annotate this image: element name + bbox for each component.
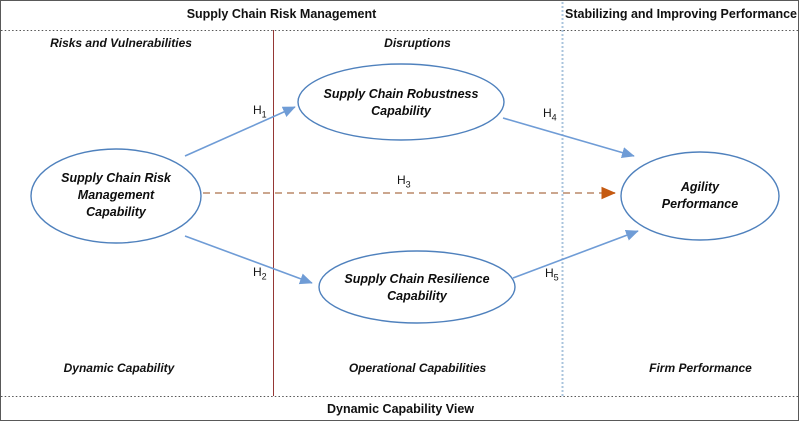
resilience-label-line1: Supply Chain Resilience — [344, 272, 490, 286]
agility-label-line1: Agility — [680, 180, 720, 194]
scrm-label-line1: Supply Chain Risk — [61, 171, 171, 185]
h2-label: H2 — [253, 265, 267, 282]
h4-sub: 4 — [551, 112, 557, 123]
resilience-capability-label: Supply Chain Resilience Capability — [317, 271, 517, 305]
region-label-operational-capabilities: Operational Capabilities — [348, 361, 487, 375]
h5-base: H — [545, 266, 554, 280]
h2-base: H — [253, 265, 262, 279]
h3-sub: 3 — [405, 179, 411, 190]
scrm-capability-label: Supply Chain Risk Management Capability — [36, 170, 196, 221]
agility-label-line2: Performance — [661, 197, 739, 211]
header-right-title: Stabilizing and Improving Performance — [565, 7, 797, 21]
footer-title: Dynamic Capability View — [326, 402, 475, 416]
header-left-title: Supply Chain Risk Management — [186, 7, 377, 21]
region-label-dynamic-capability: Dynamic Capability — [63, 361, 175, 375]
h5-sub: 5 — [553, 272, 559, 283]
robustness-label-line2: Capability — [371, 104, 431, 118]
h1-label: H1 — [253, 103, 267, 120]
h3-label: H3 — [397, 173, 411, 190]
h2-sub: 2 — [261, 271, 267, 282]
region-label-firm-performance: Firm Performance — [649, 361, 752, 375]
h1-arrow — [184, 106, 296, 157]
robustness-capability-label: Supply Chain Robustness Capability — [301, 86, 501, 120]
agility-performance-label: Agility Performance — [620, 179, 780, 213]
region-label-disruptions: Disruptions — [384, 36, 451, 50]
h2-arrow — [184, 235, 313, 285]
h4-arrow — [502, 117, 635, 159]
robustness-label-line1: Supply Chain Robustness — [323, 87, 479, 101]
h5-arrow — [512, 229, 639, 279]
h1-sub: 1 — [261, 109, 267, 120]
h5-label: H5 — [545, 266, 559, 283]
region-label-risks-and-vulnerabilities: Risks and Vulnerabilities — [50, 36, 192, 50]
h3-base: H — [397, 173, 406, 187]
scrm-label-line2: Management — [77, 188, 155, 202]
resilience-label-line2: Capability — [387, 289, 447, 303]
h4-base: H — [543, 106, 552, 120]
scrm-label-line3: Capability — [86, 205, 146, 219]
h1-base: H — [253, 103, 262, 117]
h4-label: H4 — [543, 106, 557, 123]
